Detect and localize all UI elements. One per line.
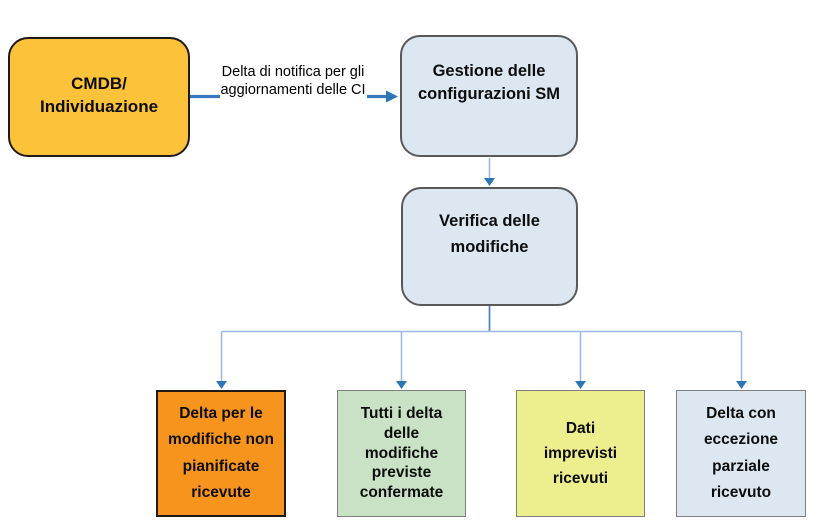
arrowhead-down-icon: [216, 381, 227, 389]
node-label-line: configurazioni SM: [417, 85, 561, 103]
node-label-line: modifiche non: [168, 431, 274, 449]
node-outcome-delta-non-pianificate: Delta per le modifiche non pianificate r…: [156, 390, 286, 517]
node-outcome-dati-imprevisti: Dati imprevisti ricevuti: [516, 390, 645, 517]
node-label-line: imprevisti: [543, 444, 618, 462]
node-label-line: Dati: [565, 419, 596, 437]
node-label-line: Delta con: [706, 404, 776, 422]
edge-label-delta-notifica: Delta di notifica per gli aggiornamenti …: [205, 63, 381, 99]
edge-label-line: aggiornamenti delle CI: [220, 82, 366, 99]
node-label-line: modifiche: [450, 237, 529, 256]
node-label-line: Verifica delle: [439, 211, 540, 230]
edge-gestione-verifica: [484, 158, 495, 186]
arrowhead-down-icon: [484, 178, 495, 186]
node-label-line: Delta per le: [179, 404, 263, 422]
edge-verifica-outcomes: [216, 306, 747, 389]
node-label-line: ricevuti: [552, 470, 609, 488]
node-label-line: confermate: [359, 484, 444, 502]
node-label-line: ricevuto: [710, 483, 772, 501]
node-cmdb: CMDB/ Individuazione: [8, 37, 190, 157]
node-label-line: modifiche: [364, 444, 439, 462]
arrowhead-right-icon: [386, 90, 398, 103]
node-label-line: CMDB/: [71, 73, 127, 93]
node-label-line: Individuazione: [39, 97, 159, 116]
node-outcome-eccezione-parziale: Delta con eccezione parziale ricevuto: [676, 390, 806, 517]
arrowhead-down-icon: [575, 381, 586, 389]
node-label-line: pianificate: [182, 457, 260, 475]
node-gestione: Gestione delle configurazioni SM: [400, 35, 578, 157]
node-outcome-delta-previste-confermate: Tutti i delta delle modifiche previste c…: [337, 390, 466, 517]
arrowhead-down-icon: [396, 381, 407, 389]
node-label-line: eccezione: [703, 431, 779, 449]
arrowhead-down-icon: [736, 381, 747, 389]
node-verifica: Verifica delle modifiche: [401, 187, 578, 306]
node-label-line: Gestione delle: [432, 61, 546, 80]
node-label-line: ricevute: [191, 483, 251, 501]
edge-label-line: Delta di notifica per gli: [221, 64, 365, 80]
node-label-line: Tutti i delta: [360, 404, 443, 422]
node-label-line: delle: [383, 424, 420, 442]
node-label-line: previste: [371, 464, 432, 482]
node-label-line: parziale: [712, 457, 770, 475]
